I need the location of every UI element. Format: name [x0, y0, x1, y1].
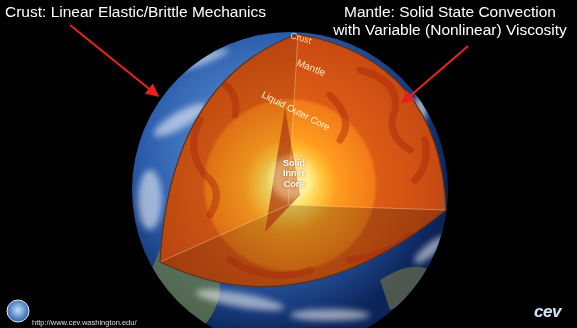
- logo-text: cev: [534, 302, 561, 322]
- url-text: http://www.cev.washington.edu/: [32, 318, 137, 327]
- leader-arrow: [70, 25, 158, 96]
- callout-text: Crust: Linear Elastic/Brittle Mechanics: [5, 3, 266, 21]
- cutaway: [160, 34, 446, 287]
- callout-text: Mantle: Solid State Convection with Vari…: [330, 3, 570, 39]
- layer-label: Solid Inner Core: [283, 158, 305, 189]
- logo-badge: [7, 300, 29, 322]
- leader-arrow: [402, 46, 468, 103]
- layer-label: Liquid Outer Core: [260, 90, 332, 134]
- earth-globe: [132, 32, 448, 328]
- layer-label: Mantle: [295, 57, 327, 79]
- layer-label: Crust: [289, 30, 313, 46]
